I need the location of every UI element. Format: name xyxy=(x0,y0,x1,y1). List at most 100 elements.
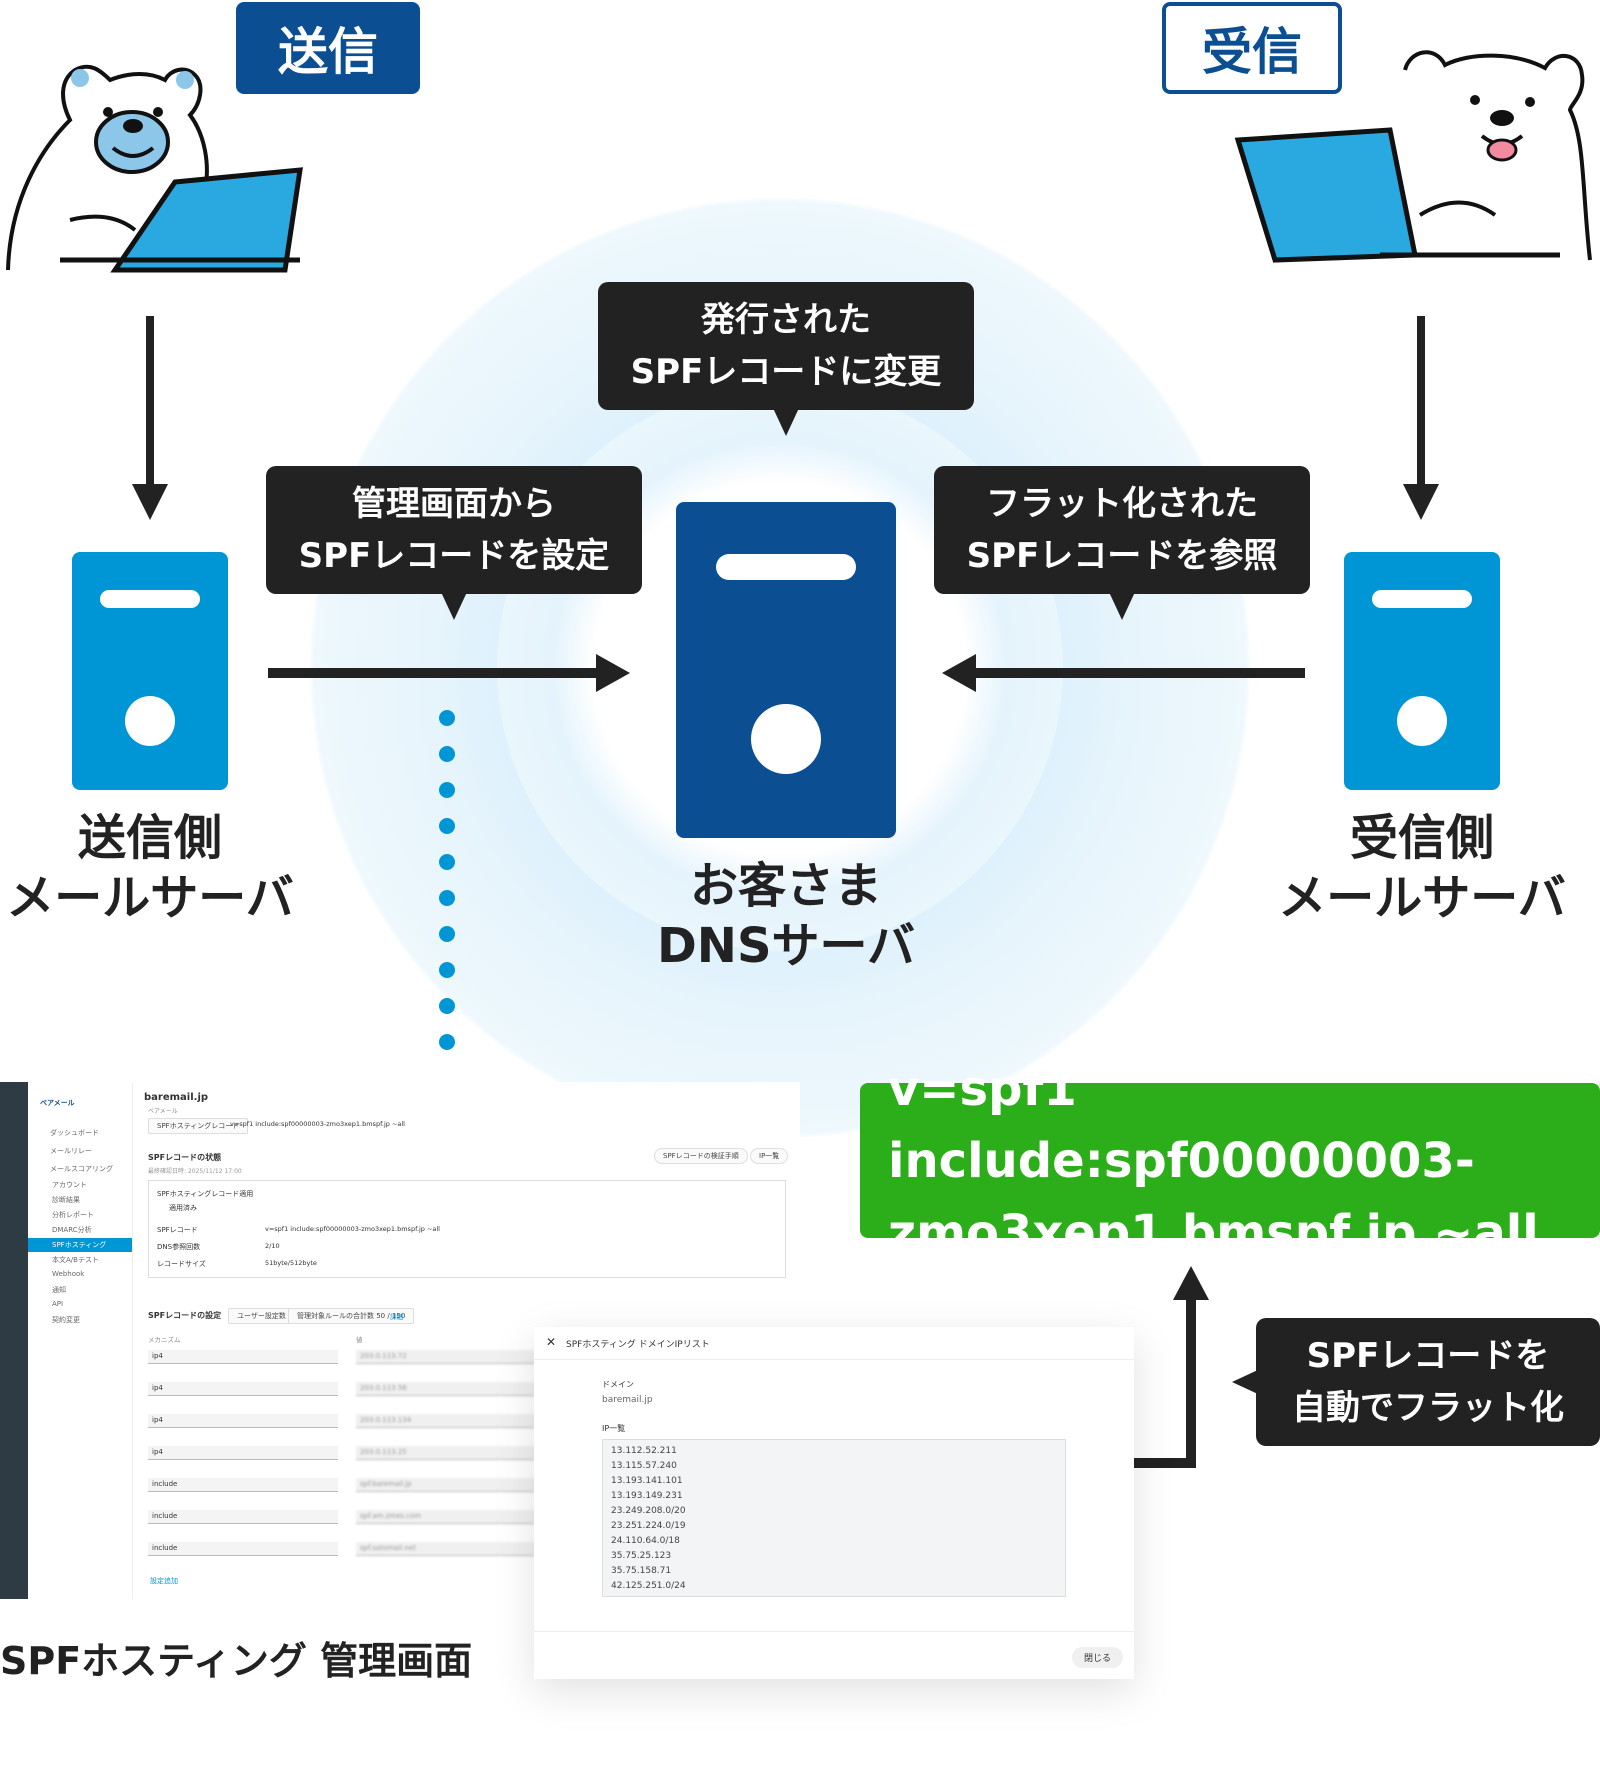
close-icon[interactable]: ✕ xyxy=(546,1335,557,1349)
ip-entry: 42.125.251.0/24 xyxy=(611,1581,686,1591)
mechanism-select[interactable]: ip4 xyxy=(148,1446,338,1460)
admin-nav: ベアメール ダッシュボード メールリレー メールスコアリング アカウント 診断結… xyxy=(28,1082,133,1599)
admin-domain-sub: ベアメール xyxy=(148,1108,178,1115)
dotted-connector-dot xyxy=(439,926,455,942)
verify-button[interactable]: SPFレコードの検証手順 xyxy=(654,1148,748,1164)
sender-down-arrow-line xyxy=(146,316,154,486)
admin-brand: ベアメール xyxy=(40,1099,75,1107)
admin-nav-subitem[interactable]: Webhook xyxy=(52,1270,85,1278)
mechanism-select[interactable]: ip4 xyxy=(148,1382,338,1396)
receiver-down-arrow-head xyxy=(1403,484,1439,520)
value-field[interactable]: 203.0.113.134 xyxy=(356,1414,536,1428)
mechanism-select[interactable]: ip4 xyxy=(148,1350,338,1364)
ip-entry: 24.110.64.0/18 xyxy=(611,1536,680,1546)
admin-nav-subitem[interactable]: 通知 xyxy=(52,1286,66,1294)
row-key: SPFレコード xyxy=(157,1226,198,1234)
applied-label: SPFホスティングレコード適用 xyxy=(157,1190,254,1198)
ip-entry: 23.249.208.0/20 xyxy=(611,1506,686,1516)
add-setting-link[interactable]: 設定追加 xyxy=(150,1577,178,1585)
modal-title: SPFホスティング ドメインIPリスト xyxy=(566,1340,710,1350)
receive-tag: 受信 xyxy=(1162,2,1342,94)
admin-nav-subitem[interactable]: 契約変更 xyxy=(52,1316,80,1324)
ip-entry: 23.251.224.0/19 xyxy=(611,1521,686,1531)
value-field[interactable]: 203.0.113.25 xyxy=(356,1446,536,1460)
status-panel: SPFホスティングレコード適用 適用済み SPFレコード v=spf1 incl… xyxy=(148,1180,786,1278)
right-to-dns-arrow-line xyxy=(975,668,1305,678)
modal-footer-divider xyxy=(534,1631,1134,1632)
settings-detail-link[interactable]: 詳細 xyxy=(390,1313,403,1321)
modal-domain-value: baremail.jp xyxy=(602,1395,653,1405)
receiver-server-icon xyxy=(1344,552,1500,790)
right-to-dns-arrow-head xyxy=(942,654,976,692)
flatten-arrow-horizontal xyxy=(1106,1458,1196,1468)
admin-nav-subitem[interactable]: DMARC分析 xyxy=(52,1226,92,1234)
row-key: DNS参照回数 xyxy=(157,1243,201,1251)
settings-title: SPFレコードの設定 xyxy=(148,1311,222,1320)
value-field[interactable]: spf.am.zmes.com xyxy=(356,1510,536,1524)
admin-caption: SPFホスティング 管理画面 xyxy=(0,1639,473,1683)
value-field[interactable]: spf.satomail.net xyxy=(356,1542,536,1556)
send-tag: 送信 xyxy=(236,2,420,94)
admin-nav-subitem[interactable]: 分析レポート xyxy=(52,1211,94,1219)
value-field[interactable]: 203.0.113.56 xyxy=(356,1382,536,1396)
ip-entry: 13.193.149.231 xyxy=(611,1491,683,1501)
modal-domain-label: ドメイン xyxy=(602,1380,634,1389)
dotted-connector-dot xyxy=(439,782,455,798)
receiver-server-label: 受信側メールサーバ xyxy=(1278,810,1566,926)
admin-nav-subitem[interactable]: 診断結果 xyxy=(52,1196,80,1204)
ip-entry: 35.75.158.71 xyxy=(611,1566,672,1576)
admin-nav-subitem-active[interactable]: SPFホスティング xyxy=(28,1238,132,1252)
flattened-spf-record: v=spf1 include:spf00000003-zmo3xep1.bmsp… xyxy=(860,1061,1600,1261)
admin-nav-subitem[interactable]: API xyxy=(52,1300,64,1308)
dotted-connector-dot xyxy=(439,962,455,978)
modal-close-button[interactable]: 閉じる xyxy=(1072,1647,1124,1668)
row-value: v=spf1 include:spf00000003-zmo3xep1.bmsp… xyxy=(265,1225,440,1233)
admin-nav-item[interactable]: ダッシュボード xyxy=(50,1129,99,1137)
admin-nav-subitem[interactable]: 本文A/Bテスト xyxy=(52,1256,99,1264)
dotted-connector-dot xyxy=(439,818,455,834)
admin-nav-item[interactable]: メールリレー xyxy=(50,1147,92,1155)
receiver-bear-illustration xyxy=(1234,50,1592,263)
ip-entry: 13.193.141.101 xyxy=(611,1476,683,1486)
record-tag: SPFホスティングレコード xyxy=(148,1118,249,1134)
row-value: 51byte/512byte xyxy=(265,1259,317,1267)
settings-pill: 管理対象ルールの合計数 50 / 150 xyxy=(288,1308,415,1324)
bubble-auto-flatten: SPFレコードを自動でフラット化 xyxy=(1232,1318,1600,1446)
dotted-connector-dot xyxy=(439,998,455,1014)
value-field[interactable]: 203.0.113.72 xyxy=(356,1350,536,1364)
left-to-dns-arrow-line xyxy=(268,668,598,678)
customer-dns-server-icon xyxy=(676,502,896,838)
receiver-down-arrow-line xyxy=(1417,316,1425,486)
col-value: 値 xyxy=(356,1336,363,1344)
ip-list-modal: ✕ SPFホスティング ドメインIPリスト ドメイン baremail.jp I… xyxy=(534,1327,1134,1679)
ip-entry: 35.75.25.123 xyxy=(611,1551,672,1561)
row-key: レコードサイズ xyxy=(157,1260,206,1268)
left-to-dns-arrow-head xyxy=(596,654,630,692)
ip-list-button[interactable]: IP一覧 xyxy=(750,1148,789,1164)
ip-list-textarea[interactable]: 13.112.52.211 13.115.57.240 13.193.141.1… xyxy=(602,1439,1066,1597)
applied-value: 適用済み xyxy=(169,1204,197,1212)
mechanism-select[interactable]: include xyxy=(148,1542,338,1556)
ip-entry: 13.115.57.240 xyxy=(611,1461,677,1471)
status-title: SPFレコードの状態 xyxy=(148,1153,222,1162)
mechanism-select[interactable]: include xyxy=(148,1478,338,1492)
dotted-connector-dot xyxy=(439,890,455,906)
value-field[interactable]: spf.baremail.jp xyxy=(356,1478,536,1492)
dotted-connector-dot xyxy=(439,710,455,726)
ip-entry: 13.112.52.211 xyxy=(611,1446,677,1456)
row-value: 2/10 xyxy=(265,1242,280,1250)
mechanism-select[interactable]: include xyxy=(148,1510,338,1524)
mechanism-select[interactable]: ip4 xyxy=(148,1414,338,1428)
dotted-connector-dot xyxy=(439,1034,455,1050)
sender-server-label: 送信側メールサーバ xyxy=(6,810,294,926)
admin-nav-subitem[interactable]: アカウント xyxy=(52,1181,87,1189)
modal-divider xyxy=(534,1359,1134,1360)
col-mechanism: メカニズム xyxy=(148,1336,181,1344)
sender-bear-illustration xyxy=(6,64,303,273)
admin-nav-item[interactable]: メールスコアリング xyxy=(50,1165,113,1173)
dotted-connector-dot xyxy=(439,854,455,870)
